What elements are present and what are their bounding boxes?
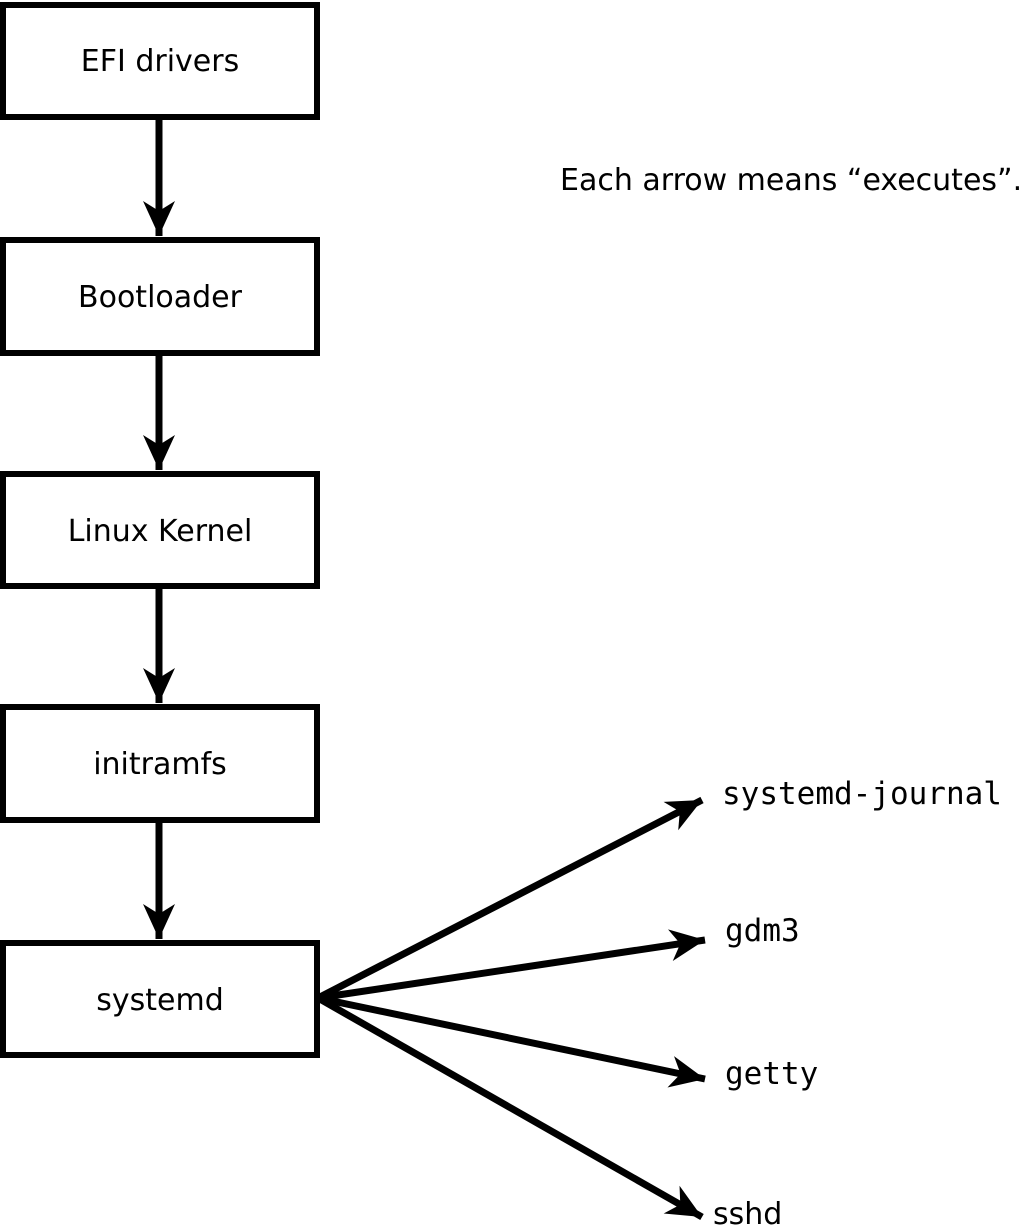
label-getty: getty [725, 1056, 818, 1092]
box-bootloader-label: Bootloader [78, 280, 243, 315]
box-initramfs [0, 704, 320, 823]
box-linux-kernel [0, 471, 320, 589]
box-bootloader [0, 237, 320, 356]
box-initramfs-label: initramfs [93, 747, 227, 782]
box-linux-kernel-label: Linux Kernel [68, 514, 253, 549]
box-systemd [0, 940, 320, 1058]
box-efi-drivers-label: EFI drivers [81, 44, 239, 79]
box-efi-drivers [0, 2, 320, 120]
arrow-systemd-to-gdm3 [317, 929, 706, 1002]
arrow-systemd-to-getty [317, 994, 706, 1088]
arrow-systemd-to-journal [316, 796, 704, 1002]
label-systemd-journal: systemd-journal [722, 776, 1002, 812]
box-systemd-label: systemd [96, 983, 224, 1018]
arrow-systemd-to-sshd [316, 994, 704, 1221]
label-gdm3: gdm3 [725, 913, 800, 949]
label-sshd: sshd [713, 1197, 782, 1230]
caption-arrow-meaning: Each arrow means “executes”. [560, 163, 1022, 198]
